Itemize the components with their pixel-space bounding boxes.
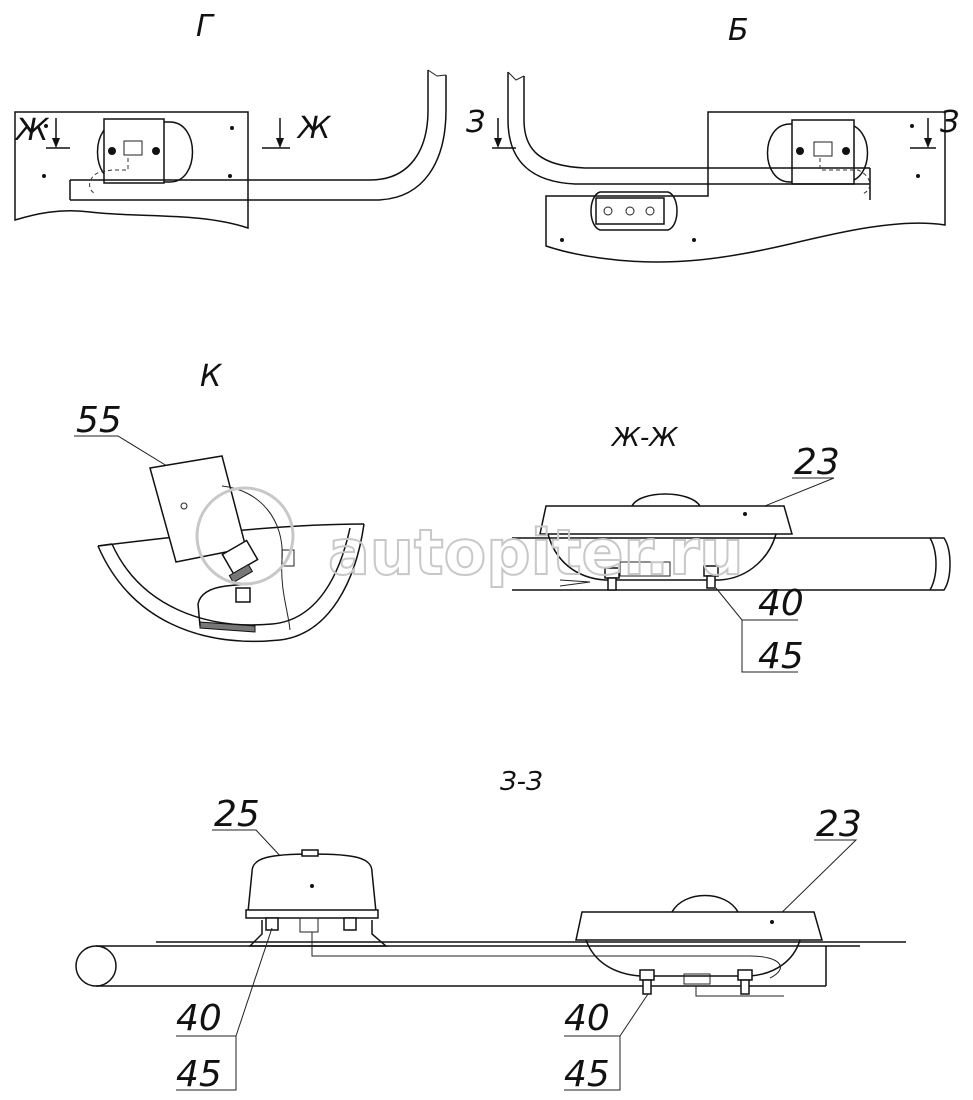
callout-55: 55 <box>76 400 122 441</box>
section-mark-z: З <box>466 105 485 140</box>
view-label-k: К <box>200 359 223 394</box>
lamp-dome <box>631 493 701 507</box>
lamp-base <box>619 561 671 577</box>
frame-tube-end <box>75 945 117 987</box>
lamp-body <box>96 121 194 183</box>
section-mark-zh: Ж <box>14 113 50 148</box>
lamp-connector <box>813 141 833 157</box>
lamp-housing-23 <box>575 911 823 941</box>
section-label-zh-zh: Ж-Ж <box>610 423 678 453</box>
watermark-text: autopiter.ru <box>328 516 744 589</box>
leader-line <box>771 839 858 923</box>
mounting-plate <box>545 111 946 263</box>
lamp-dome <box>671 894 739 913</box>
section-label-z-z: З-З <box>500 767 543 797</box>
callout-40: 40 <box>564 998 610 1039</box>
mudguard <box>97 523 365 643</box>
frame-member <box>70 75 447 201</box>
section-mark-z: З <box>940 105 959 140</box>
leader-line <box>74 435 181 475</box>
callout-23: 23 <box>794 442 840 483</box>
callout-45: 45 <box>564 1054 610 1095</box>
callout-40: 40 <box>758 583 804 624</box>
leader-line <box>749 477 835 513</box>
section-z-z: З-З 25 23 40 45 <box>75 767 906 1095</box>
lamp-housing-23 <box>539 505 793 535</box>
watermark: autopiter.ru <box>195 486 745 590</box>
view-label-g: Г <box>196 9 215 44</box>
nut <box>235 587 251 603</box>
horn-bracket <box>248 920 389 947</box>
bolt <box>152 147 160 155</box>
callout-45: 45 <box>758 636 804 677</box>
section-zh-zh: Ж-Ж 23 40 45 <box>512 423 951 677</box>
lamp-base <box>683 973 711 985</box>
socket-housing <box>590 191 678 231</box>
callout-25: 25 <box>214 794 260 835</box>
watermark-logo <box>195 486 295 586</box>
wire <box>89 158 129 195</box>
callout-45: 45 <box>176 1054 222 1095</box>
frame-tube <box>512 537 951 591</box>
view-b: Б З З <box>466 13 959 263</box>
callout-23: 23 <box>816 804 862 845</box>
bolt <box>108 147 116 155</box>
view-k: К 55 <box>74 359 365 643</box>
section-mark-zh: Ж <box>296 111 332 146</box>
mounting-plate <box>14 111 249 230</box>
frame-member <box>70 70 429 181</box>
callout-40: 40 <box>176 998 222 1039</box>
horn-25 <box>247 853 377 913</box>
view-label-b: Б <box>728 13 749 48</box>
view-g: Г Ж Ж <box>14 9 447 230</box>
wire <box>819 158 871 195</box>
frame-member <box>507 72 870 185</box>
socket <box>595 197 665 225</box>
lamp-connector <box>123 140 143 156</box>
